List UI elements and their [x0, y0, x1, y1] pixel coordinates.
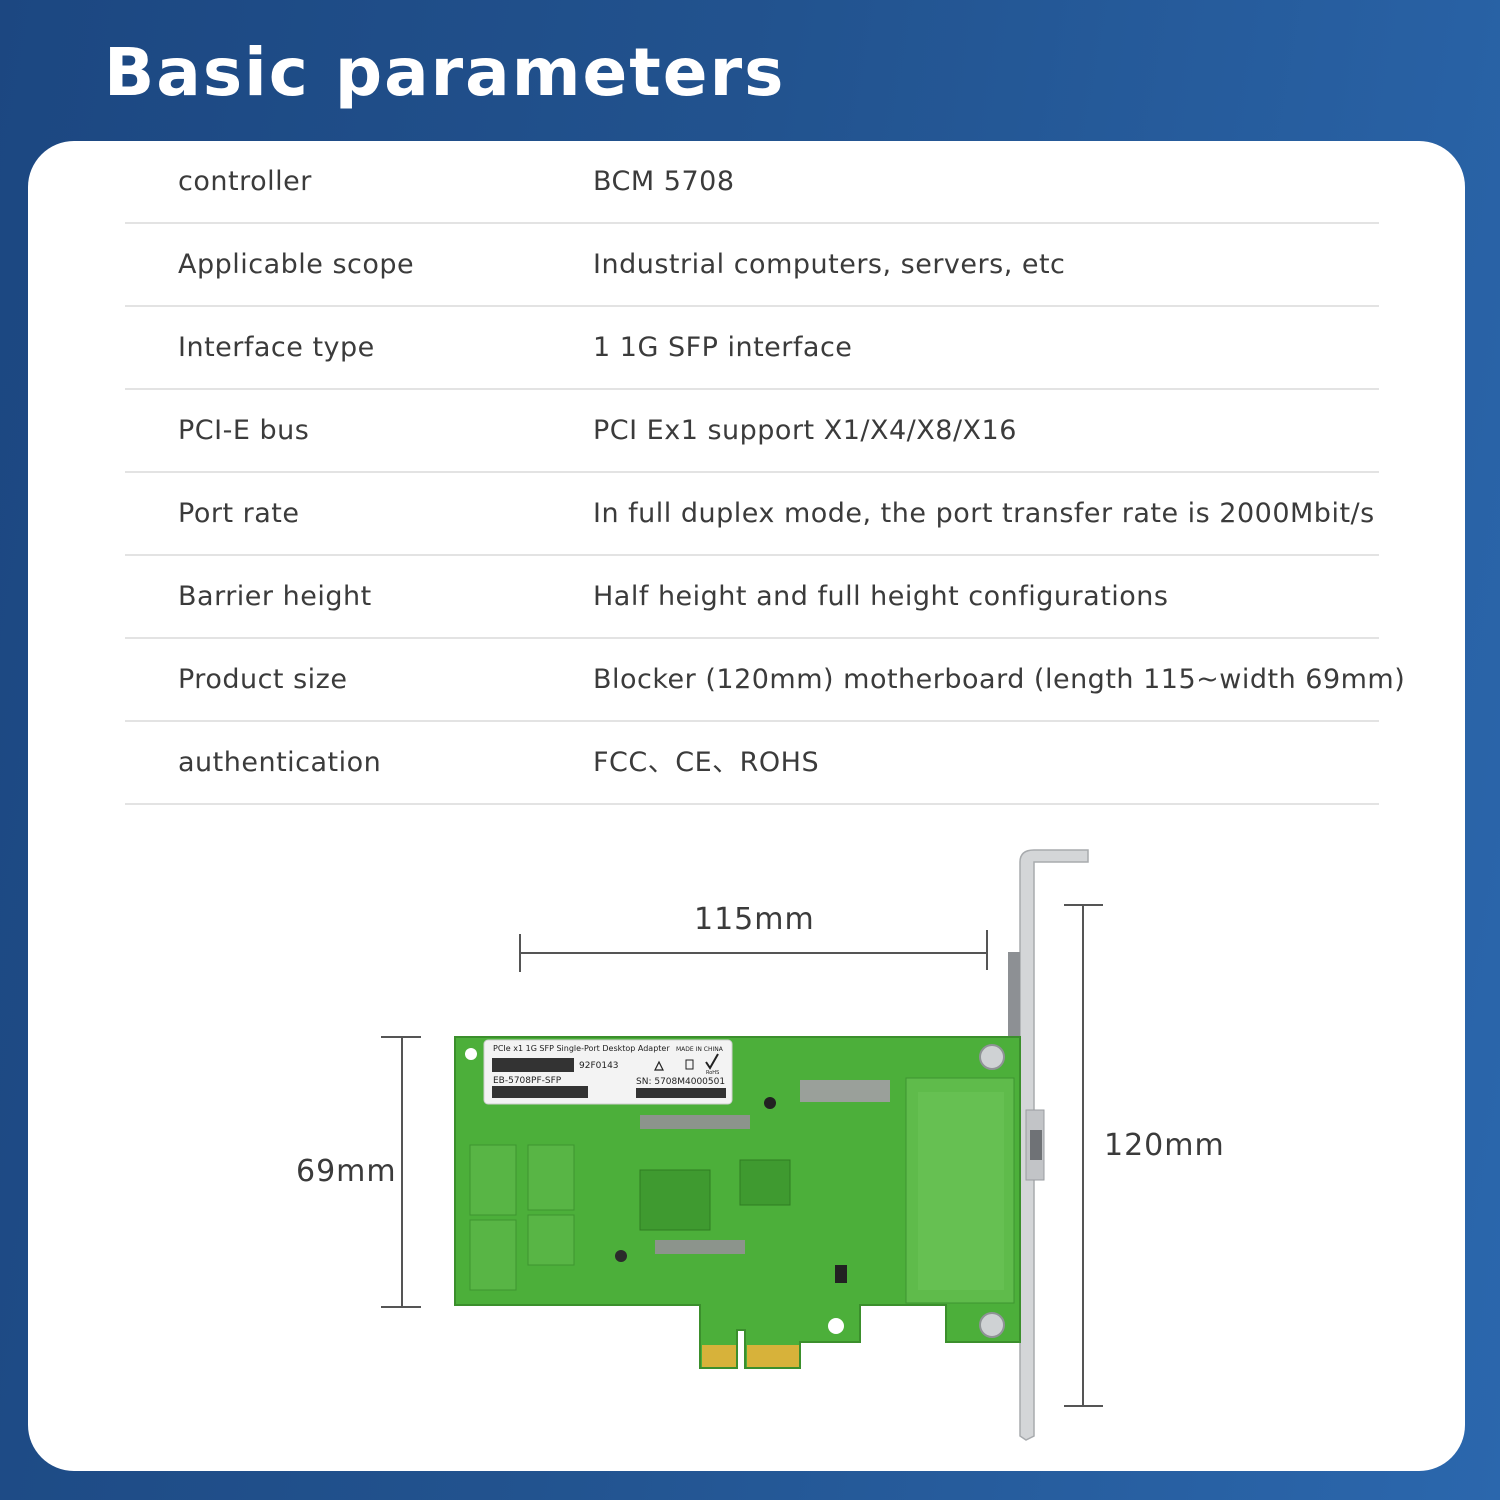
weee-bin-icon: [685, 1059, 694, 1070]
param-label: PCI-E bus: [178, 415, 310, 446]
param-value: Half height and full height configuratio…: [593, 581, 1169, 612]
length-dimension-line: [519, 930, 988, 972]
table-row: Applicable scope Industrial computers, s…: [125, 224, 1379, 307]
width-dimension-line: [381, 1036, 421, 1308]
pcie-gold-contacts: [702, 1345, 799, 1367]
table-row: Interface type 1 1G SFP interface: [125, 307, 1379, 390]
table-row: PCI-E bus PCI Ex1 support X1/X4/X8/X16: [125, 390, 1379, 473]
esd-warning-icon: [654, 1060, 664, 1071]
length-dimension-label: 115mm: [694, 902, 815, 937]
table-row: Product size Blocker (120mm) motherboard…: [125, 639, 1405, 722]
param-value: 1 1G SFP interface: [593, 332, 853, 363]
metal-bracket: [1008, 849, 1089, 1441]
table-row: authentication FCC、CE、ROHS: [125, 722, 1379, 805]
param-label: authentication: [178, 747, 382, 778]
table-row: Port rate In full duplex mode, the port …: [125, 473, 1379, 556]
card-label-serial: SN: 5708M4000501: [636, 1077, 725, 1087]
param-label: Interface type: [178, 332, 375, 363]
table-row: Barrier height Half height and full heig…: [125, 556, 1379, 639]
card-label-line1: PCIe x1 1G SFP Single-Port Desktop Adapt…: [493, 1044, 670, 1053]
param-value: BCM 5708: [593, 166, 735, 197]
param-value: Industrial computers, servers, etc: [593, 249, 1066, 280]
param-label: Barrier height: [178, 581, 372, 612]
table-row: controller BCM 5708: [125, 141, 1379, 224]
parameters-table: controller BCM 5708 Applicable scope Ind…: [125, 141, 1405, 805]
param-value: PCI Ex1 support X1/X4/X8/X16: [593, 415, 1017, 446]
network-card-pcb: [454, 1036, 1021, 1369]
height-dimension-label: 120mm: [1104, 1128, 1225, 1163]
param-value: Blocker (120mm) motherboard (length 115~…: [593, 664, 1406, 695]
parameters-card: controller BCM 5708 Applicable scope Ind…: [28, 141, 1465, 1471]
card-label-part-no: 92F0143: [579, 1061, 619, 1071]
height-dimension-line: [1064, 904, 1103, 1407]
param-value: FCC、CE、ROHS: [593, 747, 820, 778]
param-label: Applicable scope: [178, 249, 415, 280]
card-label-rohs: RoHS: [706, 1070, 719, 1076]
card-label-model: EB-5708PF-SFP: [493, 1076, 562, 1086]
width-dimension-label: 69mm: [296, 1154, 397, 1189]
card-label-made-in: MADE IN CHINA: [676, 1046, 724, 1053]
rohs-check-icon: [705, 1053, 719, 1070]
param-label: Product size: [178, 664, 348, 695]
page-title: Basic parameters: [104, 34, 786, 111]
param-label: controller: [178, 166, 312, 197]
param-label: Port rate: [178, 498, 300, 529]
param-value: In full duplex mode, the port transfer r…: [593, 498, 1375, 529]
